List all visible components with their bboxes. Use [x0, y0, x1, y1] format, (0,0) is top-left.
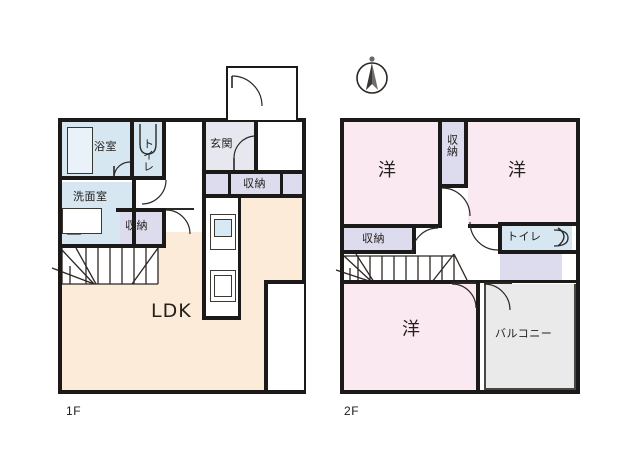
room-western-ne	[468, 122, 576, 226]
wall-kitchen-bottom	[202, 316, 240, 320]
bathtub-fixture	[67, 127, 93, 174]
wall-storage-hall-div1	[228, 174, 231, 196]
1f-wall-bottom	[58, 390, 306, 394]
wall-ne-room-bottom-left	[468, 224, 502, 228]
1f-wall-top	[58, 118, 306, 122]
storage-closet-2f	[500, 254, 562, 280]
wall-balcony-top	[480, 280, 576, 283]
porch-area	[226, 66, 298, 122]
wall-south-room-top	[344, 280, 480, 284]
1f-hallway	[166, 122, 202, 230]
wall-balcony-right	[574, 284, 576, 390]
wall-washroom-bottom	[62, 244, 136, 248]
wall-storage-center-right	[464, 118, 468, 188]
wall-toilet-top	[500, 222, 576, 226]
2f-wall-bottom	[340, 390, 580, 394]
vanity-counter-fixture	[62, 208, 102, 234]
floor-caption-2f: 2F	[344, 404, 360, 418]
wall-notch-side	[264, 280, 268, 392]
wall-storage-top	[116, 208, 166, 212]
label-ldk: LDK	[151, 300, 192, 322]
1f-right-recess	[268, 284, 304, 390]
wall-kitchen-left	[202, 118, 206, 320]
wall-notch-top	[264, 280, 304, 284]
stove-top	[214, 275, 232, 297]
label-room-ne: 洋	[508, 160, 527, 181]
wall-balcony-bottom	[484, 388, 576, 390]
wall-bath-toilet	[130, 122, 134, 180]
2f-wall-left	[340, 118, 344, 394]
north-arrow-icon	[350, 52, 394, 96]
label-balcony: バルコニー	[495, 327, 553, 340]
label-entrance: 玄関	[210, 137, 233, 150]
wall-south-room-right	[476, 280, 480, 390]
label-room-nw: 洋	[378, 160, 397, 181]
floor-plan-2f: 洋 洋 洋 トイレ バルコニー 収納 収納	[335, 118, 580, 394]
storage-stair-2f	[344, 228, 416, 252]
label-toilet-2f: トイレ	[507, 230, 542, 243]
room-western-nw	[344, 122, 438, 226]
wall-toilet-bottom	[500, 250, 576, 254]
floor-plan-1f: LDK 浴室 トイレ 洗面室 玄関 収納 収納	[51, 118, 306, 394]
wall-storage-stair-right	[412, 226, 416, 254]
2f-wall-top	[340, 118, 580, 122]
wall-storage-right	[162, 208, 166, 248]
wall-storage-bottom	[116, 244, 166, 248]
wall-bath-washroom	[62, 176, 166, 180]
storage-center-2f	[442, 122, 466, 184]
wall-balcony-left	[484, 284, 486, 390]
sink-basin	[214, 219, 232, 237]
label-bath: 浴室	[94, 140, 117, 153]
wall-storage-hall-bottom	[206, 194, 303, 198]
wall-kitchen-right	[238, 194, 241, 320]
label-storage-stair-2f: 収納	[362, 232, 385, 245]
wall-toilet-right	[162, 118, 166, 180]
wall-storage-center-left	[438, 118, 442, 188]
label-room-s: 洋	[402, 319, 421, 340]
wall-storage-center-bottom	[438, 184, 468, 188]
wall-washroom-right	[132, 180, 136, 248]
wall-entrance-bottom	[206, 170, 303, 174]
label-storage-hall-1f: 収納	[243, 177, 266, 190]
1f-wall-right	[302, 118, 306, 394]
wall-storage-stair-bottom	[344, 250, 416, 254]
label-storage-stair-1f: 収納	[125, 219, 148, 232]
wall-toilet-left	[498, 222, 502, 254]
label-storage-center-2f: 収納	[445, 134, 459, 157]
floor-caption-1f: 1F	[66, 404, 82, 418]
label-washroom: 洗面室	[73, 190, 108, 203]
wall-nw-room-right	[438, 188, 442, 228]
label-toilet-1f: トイレ	[141, 138, 155, 173]
storage-stair-1f	[120, 212, 164, 244]
wall-nw-room-bottom	[344, 224, 438, 228]
1f-wall-left	[58, 118, 62, 394]
2f-wall-right	[576, 118, 580, 394]
wall-storage-hall-div2	[280, 174, 283, 196]
1f-porch	[226, 66, 298, 122]
wall-entrance-right	[254, 122, 258, 174]
